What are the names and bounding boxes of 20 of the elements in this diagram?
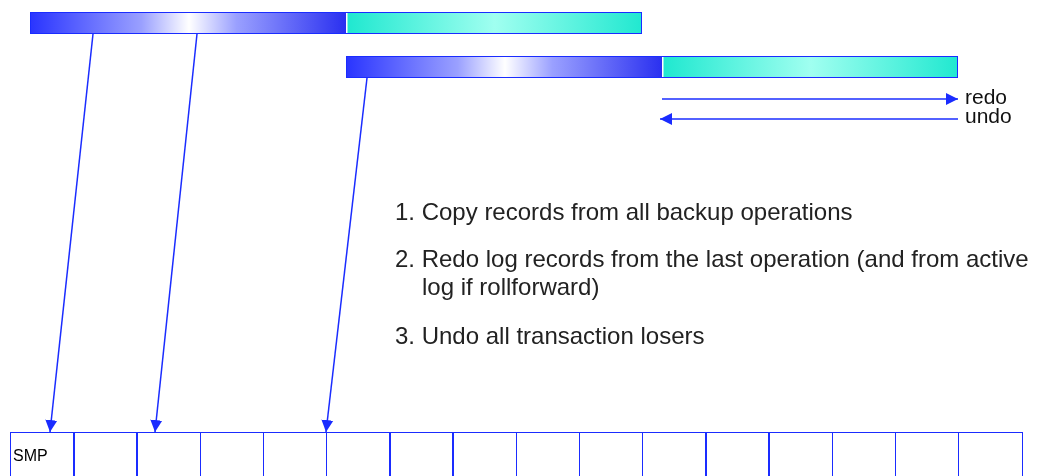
table-cell (136, 432, 202, 476)
table-cell (452, 432, 518, 476)
table-cell (705, 432, 770, 476)
table-cell (389, 432, 454, 476)
timeline-bar (346, 56, 958, 78)
table-cell (73, 432, 138, 476)
direction-label: undo (965, 105, 1012, 126)
table-cell (326, 432, 391, 476)
list-item: 1. Copy records from all backup operations (395, 198, 854, 226)
table-cell: SMP (10, 432, 75, 476)
list-item: 2. Redo log records from the last operation (and from active log if rollforward) (395, 245, 1030, 301)
arrow (45, 33, 94, 433)
arrow (321, 77, 368, 433)
arrow (150, 33, 198, 433)
table-cell (768, 432, 834, 476)
table-cell (642, 432, 707, 476)
timeline-bar (30, 12, 642, 34)
list-item: 3. Undo all transaction losers (395, 322, 706, 350)
direction-label: redo (965, 86, 1008, 107)
table-cell (958, 432, 1023, 476)
